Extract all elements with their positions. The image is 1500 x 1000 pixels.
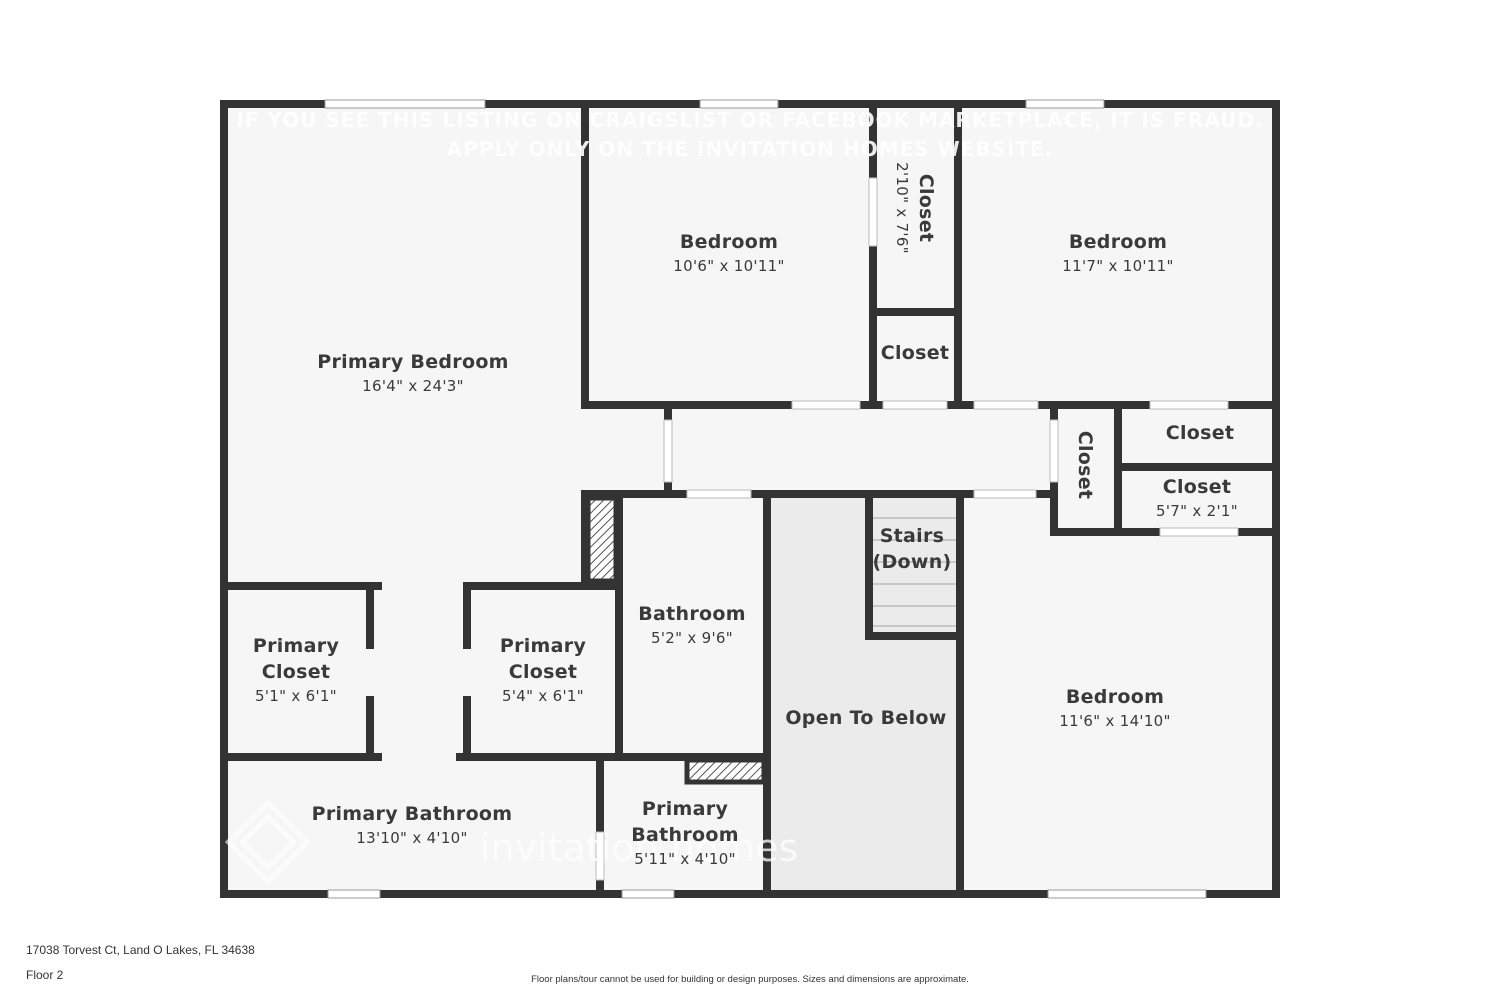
door-opening [663,419,673,483]
door-opening [686,489,752,499]
window [1047,889,1207,899]
door-opening [973,489,1037,499]
door-opening [868,177,878,247]
property-address: 17038 Torvest Ct, Land O Lakes, FL 34638 [26,943,255,957]
door-opening [973,400,1039,410]
door-opening [1049,419,1059,483]
window [1025,99,1105,109]
disclaimer: Floor plans/tour cannot be used for buil… [531,974,969,985]
logo-mark-icon [224,798,312,886]
door-opening [882,400,948,410]
door-opening [595,831,605,881]
floor-label: Floor 2 [26,968,64,982]
door-opening [791,400,861,410]
fraud-warning-line2: APPLY ONLY ON THE INVITATION HOMES WEBSI… [446,137,1054,161]
window [324,99,486,109]
window [621,889,675,899]
hatched-pillar [684,757,767,785]
hatched-pillar [585,495,619,584]
door-opening [1159,527,1239,537]
window [699,99,779,109]
window [327,889,381,899]
brand-watermark: invitation homes [480,826,799,870]
fraud-warning-line1: IF YOU SEE THIS LISTING ON CRAIGSLIST OR… [236,108,1264,132]
door-opening [1149,400,1229,410]
